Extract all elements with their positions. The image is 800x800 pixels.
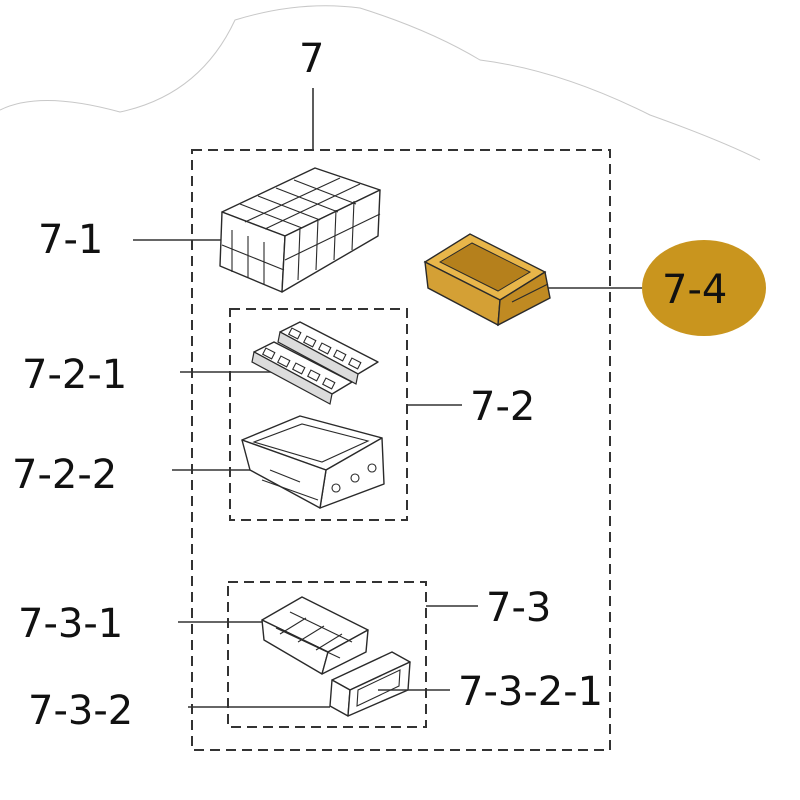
part-7-2-1-ice-trays (251, 321, 379, 405)
label-7-2-1: 7-2-1 (22, 352, 127, 398)
part-7-3-2-cover (329, 651, 411, 717)
frame-7-2 (229, 308, 408, 521)
frame-7 (191, 149, 611, 751)
frame-7-3 (227, 581, 427, 728)
label-7-2-2: 7-2-2 (12, 452, 117, 498)
background-contour (0, 5, 761, 161)
part-7-1-rack (219, 167, 381, 293)
part-7-4-tray (423, 233, 551, 327)
part-7-2-2-frame (241, 415, 385, 509)
label-7-4: 7-4 (662, 267, 727, 313)
label-7-3-2-1: 7-3-2-1 (458, 669, 603, 715)
label-7: 7 (299, 36, 324, 82)
label-7-3: 7-3 (486, 585, 551, 631)
tray-7-4-inner (438, 242, 532, 292)
label-7-1: 7-1 (38, 217, 103, 263)
label-7-3-1: 7-3-1 (18, 601, 123, 647)
label-7-3-2: 7-3-2 (28, 688, 133, 734)
tray-7-4-side (497, 270, 551, 327)
part-7-3-1-bucket (261, 596, 369, 675)
label-7-2: 7-2 (470, 384, 535, 430)
highlight-7-4 (642, 240, 766, 336)
